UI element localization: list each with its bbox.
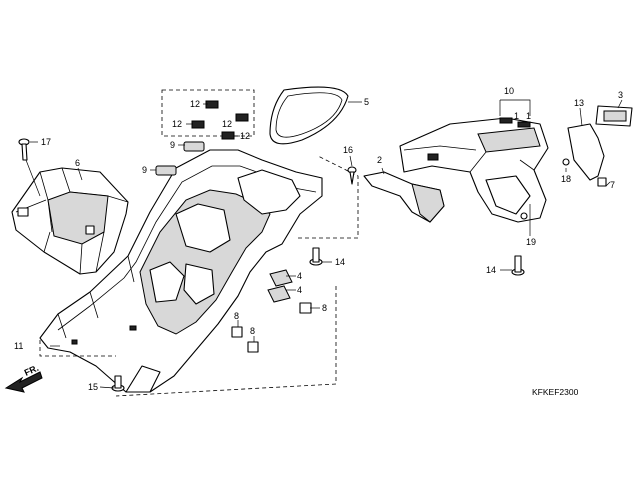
leader-lines bbox=[50, 99, 623, 389]
part-5-band bbox=[269, 86, 349, 145]
callout-9b: 9 bbox=[142, 165, 147, 175]
callout-16: 16 bbox=[343, 145, 353, 155]
callout-4b: 4 bbox=[297, 285, 302, 295]
part-17-screw bbox=[18, 138, 41, 197]
callout-15: 15 bbox=[88, 382, 98, 392]
callout-4: 4 bbox=[297, 271, 302, 281]
callout-2: 2 bbox=[377, 155, 382, 165]
front-direction-arrow: FR. bbox=[4, 363, 43, 393]
diagram-code: KFKEF2300 bbox=[532, 387, 579, 397]
callout-7: 7 bbox=[610, 180, 615, 190]
callout-1: 1 bbox=[514, 111, 519, 121]
callout-13: 13 bbox=[574, 98, 584, 108]
callout-12a: 12 bbox=[190, 99, 200, 109]
part-6-tray bbox=[11, 167, 129, 275]
part-8-grommets bbox=[231, 302, 312, 353]
part-10-rear-cover bbox=[399, 117, 549, 223]
callout-18: 18 bbox=[561, 174, 571, 184]
part-14-bolt bbox=[309, 247, 525, 276]
callout-6: 6 bbox=[75, 158, 80, 168]
part-13-bracket bbox=[567, 105, 633, 181]
callout-5: 5 bbox=[364, 97, 369, 107]
part-small-fasteners bbox=[520, 158, 607, 220]
callout-10: 10 bbox=[504, 86, 514, 96]
callout-14: 14 bbox=[335, 257, 345, 267]
callout-17: 17 bbox=[41, 137, 51, 147]
part-2-bracket bbox=[363, 171, 445, 223]
callout-9: 9 bbox=[170, 140, 175, 150]
callout-1b: 1 bbox=[526, 111, 531, 121]
part-12-clips bbox=[191, 100, 249, 140]
part-11-rear-fender bbox=[39, 149, 323, 393]
part-16-screw bbox=[347, 166, 357, 185]
callout-8: 8 bbox=[322, 303, 327, 313]
callout-12b: 12 bbox=[172, 119, 182, 129]
callout-8c: 8 bbox=[250, 326, 255, 336]
callout-11: 11 bbox=[14, 341, 23, 351]
group-outline-fender bbox=[39, 89, 359, 397]
callout-12d: 12 bbox=[222, 119, 232, 129]
part-4-pads bbox=[267, 269, 293, 303]
callout-19: 19 bbox=[526, 237, 536, 247]
callout-12c: 12 bbox=[240, 131, 250, 141]
callout-3: 3 bbox=[618, 90, 623, 100]
callout-8b: 8 bbox=[234, 311, 239, 321]
part-9-rubber bbox=[155, 141, 205, 176]
callout-labels: 1 1 2 3 4 4 5 6 7 8 8 8 9 9 10 11 12 12 … bbox=[14, 86, 623, 392]
callout-14b: 14 bbox=[486, 265, 496, 275]
